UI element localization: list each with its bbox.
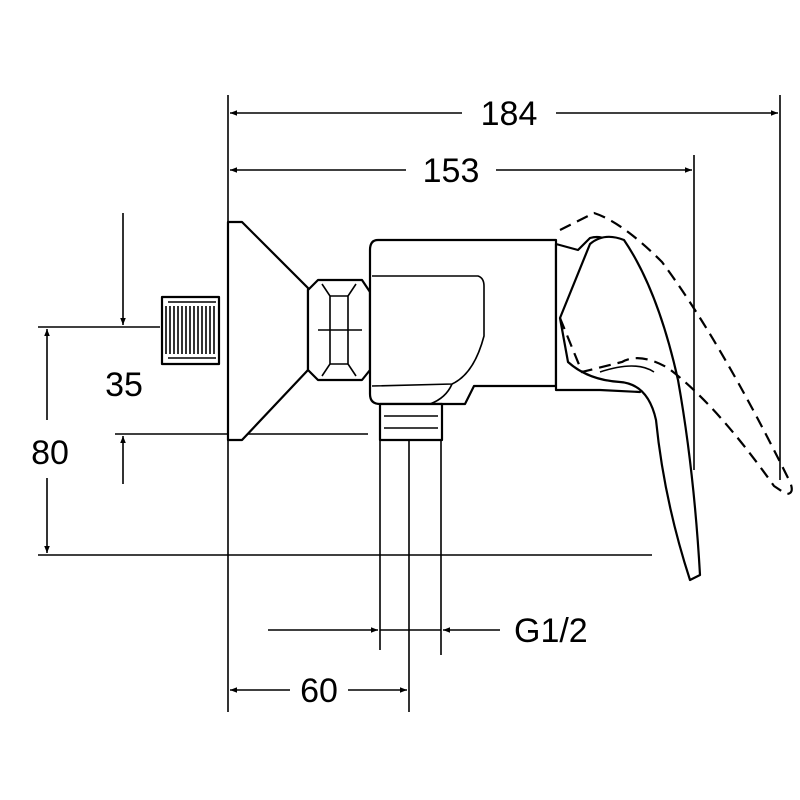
faucet-body — [160, 211, 793, 582]
lever-handle-open — [558, 211, 793, 496]
body-width-label: 153 — [423, 152, 480, 190]
dimension-total-height: 80 — [31, 329, 69, 553]
thread-lines — [165, 301, 216, 359]
thread-label: G1/2 — [514, 612, 588, 650]
dimension-outlet-offset: 60 — [230, 672, 407, 710]
dimension-thread: G1/2 — [268, 612, 588, 650]
outlet-nipple — [378, 402, 444, 442]
wall-flange — [226, 220, 310, 442]
dimension-inlet-height: 35 — [105, 213, 143, 484]
dimension-overall-width: 184 — [230, 95, 778, 133]
mixer-body — [368, 238, 558, 406]
total-height-label: 80 — [31, 434, 69, 472]
lever-handle — [558, 235, 702, 582]
dimension-body-width: 153 — [230, 152, 692, 190]
outlet-offset-label: 60 — [300, 672, 338, 710]
overall-width-label: 184 — [481, 95, 538, 133]
inlet-height-label: 35 — [105, 366, 143, 404]
